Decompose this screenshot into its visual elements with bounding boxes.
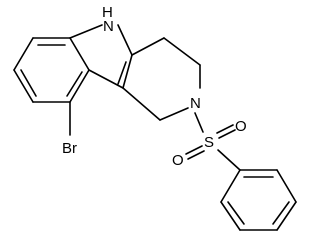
bond <box>122 87 161 121</box>
atom-label-bromine: Br <box>62 140 77 157</box>
bond <box>276 169 297 203</box>
bond-s-phenyl <box>217 149 241 171</box>
bond <box>163 37 201 66</box>
bond <box>13 37 34 71</box>
bond-double-inner <box>20 69 37 97</box>
atom-label-sulfur: S <box>204 134 214 151</box>
bond <box>159 107 189 121</box>
sulfonyl-oxygens <box>185 124 236 160</box>
benzene-ring-indole <box>13 37 90 103</box>
bond-s-o-upper <box>218 129 236 139</box>
bond <box>220 201 241 231</box>
bond-double-inner <box>117 61 127 85</box>
bond <box>69 69 90 103</box>
atom-label-h: H <box>102 4 113 21</box>
bond-s-o-lower <box>187 150 205 160</box>
bond-n-s <box>194 112 204 133</box>
atom-label-oxygen-lower: O <box>172 152 184 169</box>
bond-double-inner <box>227 201 245 225</box>
bond <box>88 69 124 89</box>
atom-label-indole-n: N <box>103 18 114 35</box>
bond-double-inner <box>272 201 290 225</box>
piperidine-ring <box>122 37 201 121</box>
bond <box>117 24 133 56</box>
pyrrole-ring <box>69 24 133 89</box>
molecule-svg: H N N S O O Br <box>13 4 297 231</box>
bond-s-o-lower <box>185 145 203 155</box>
bond-s-o-upper <box>216 124 234 134</box>
molecule-diagram: H N N S O O Br <box>13 4 297 231</box>
atom-label-ring-n: N <box>190 95 201 112</box>
bond <box>131 37 165 56</box>
atom-label-oxygen-upper: O <box>235 118 247 135</box>
bond <box>13 69 34 103</box>
bond <box>69 37 90 71</box>
bond <box>276 201 297 231</box>
bond-double-inner <box>66 71 83 97</box>
bond <box>69 24 103 39</box>
bond <box>220 169 241 203</box>
bond <box>122 54 133 89</box>
phenyl-ring <box>220 169 297 231</box>
